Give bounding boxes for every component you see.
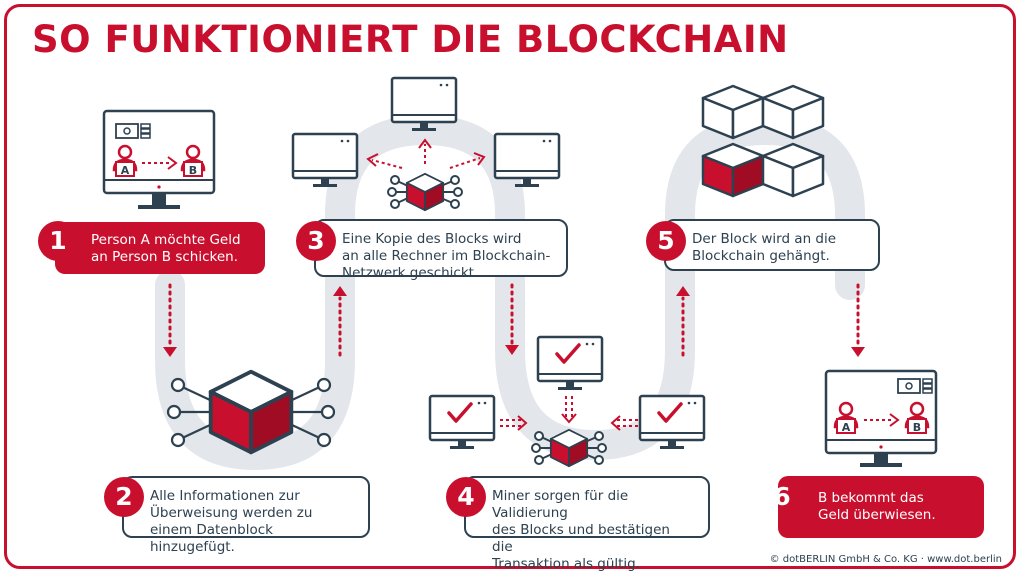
flow-arrow-4-5 [676, 286, 690, 357]
monitor-icon-right [493, 132, 561, 189]
cube-icon-step4 [549, 428, 589, 468]
step-1-text: Person A möchte Geld an Person B schicke… [91, 232, 241, 265]
cube-icon-step2 [208, 369, 294, 455]
flow-arrow-5-6 [851, 283, 865, 357]
step-3-badge: 3 [296, 221, 336, 261]
money-icon [115, 123, 151, 139]
person-b-label: B [913, 421, 921, 434]
step-1-badge: 1 [38, 221, 78, 261]
monitor-icon-miner-right [638, 394, 706, 451]
network-node-icon-step2 [166, 377, 336, 448]
step-5-badge: 5 [646, 221, 686, 261]
person-b-label: B [189, 164, 197, 177]
step-6-badge: 6 [773, 482, 791, 511]
network-node-icon-step4 [531, 431, 607, 465]
page-title: SO FUNKTIONIERT DIE BLOCKCHAIN [32, 18, 789, 61]
blockchain-track [155, 114, 865, 471]
person-a-label: A [121, 164, 130, 177]
step-4-text: Miner sorgen für die Validierung des Blo… [492, 488, 670, 572]
step-2-badge: 2 [104, 477, 144, 517]
step-3-box: Eine Kopie des Blocks wird an alle Rechn… [314, 219, 568, 281]
flow-arrow-3-4 [505, 283, 519, 355]
monitor-icon-left [291, 132, 359, 189]
monitor-icon-top [390, 76, 458, 133]
cube-icon-step3 [405, 172, 445, 212]
network-node-icon-step3 [387, 175, 463, 209]
copyright-credit: © dotBERLIN GmbH & Co. KG · www.dot.berl… [769, 554, 1002, 565]
step-1-box: Person A möchte Geld an Person B schicke… [55, 222, 265, 274]
step-4-badge: 4 [446, 477, 486, 517]
step-2-text: Alle Informationen zur Überweisung werde… [150, 488, 313, 555]
step-4-box: Miner sorgen für die Validierung des Blo… [464, 476, 710, 572]
step-2-box: Alle Informationen zur Überweisung werde… [122, 476, 370, 555]
red-border-frame [4, 4, 1016, 569]
flow-arrow-2-3 [333, 286, 347, 357]
arrow-icon [142, 156, 178, 170]
step-6-text: B bekommt das Geld überwiesen. [818, 490, 936, 523]
step-6-box: B bekommt das Geld überwiesen. [778, 476, 984, 538]
step-5-text: Der Block wird an die Blockchain gehängt… [692, 231, 837, 264]
person-a-label: A [842, 421, 851, 434]
person-a-icon [112, 144, 138, 177]
arrow-icon [500, 396, 638, 431]
monitor-icon-step6 [824, 369, 938, 467]
flow-arrow-1-2 [163, 283, 177, 357]
person-b-icon [180, 144, 206, 177]
step-5-box: Der Block wird an die Blockchain gehängt… [664, 219, 880, 271]
step-3-text: Eine Kopie des Blocks wird an alle Rechn… [342, 231, 551, 281]
monitor-icon-miner-top [536, 335, 604, 392]
monitor-icon-miner-left [428, 394, 496, 451]
arrow-icon [366, 138, 486, 169]
